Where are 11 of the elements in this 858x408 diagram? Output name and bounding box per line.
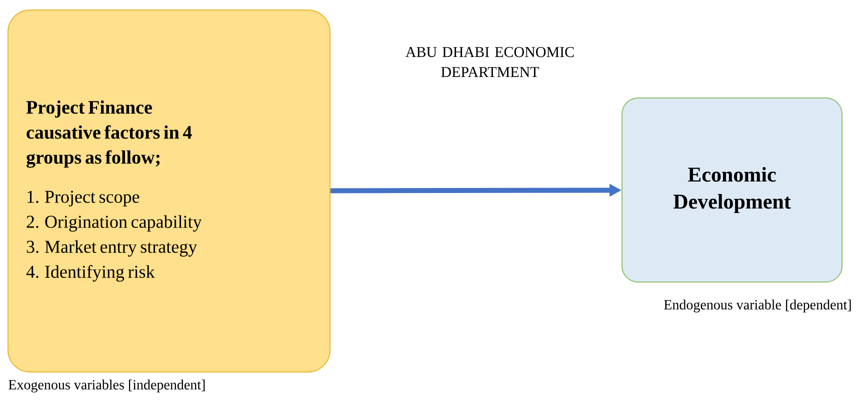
list-item: 1. Project scope <box>28 190 140 207</box>
list-item: 2. Origination capability <box>26 215 202 232</box>
list-item: 3. Market entry strategy <box>26 240 198 257</box>
list-item: 4. Identifying risk <box>26 265 155 282</box>
rounded-box <box>622 98 842 282</box>
rounded-box <box>8 10 330 372</box>
node-label: Endogenous variable [dependent] <box>664 300 851 312</box>
heading: Project Finance causative factors in 4 groups as follow; <box>26 100 192 168</box>
node-title: Economic Development <box>673 166 791 214</box>
node-label: Exogenous variables [independent] <box>8 380 205 392</box>
note-label: ABU DHABI ECONOMIC DEPARTMENT <box>406 47 574 77</box>
